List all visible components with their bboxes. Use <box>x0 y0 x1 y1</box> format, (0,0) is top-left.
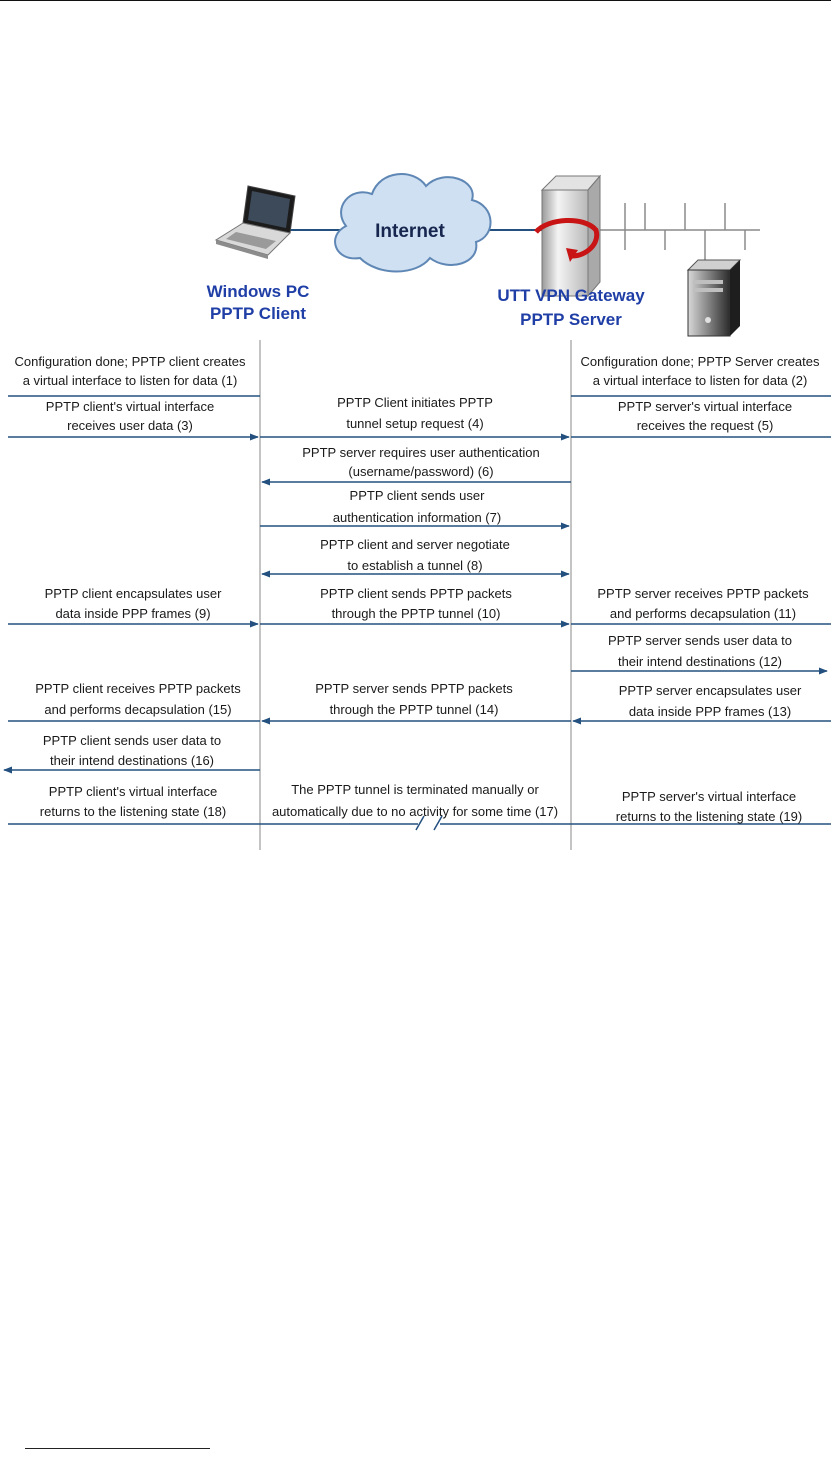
step-line: Configuration done; PPTP Server creates <box>581 354 820 369</box>
step-line: and performs decapsulation (11) <box>610 606 796 621</box>
step-line: and performs decapsulation (15) <box>44 702 231 717</box>
step-label-10: PPTP client sends PPTP packets through t… <box>320 586 512 621</box>
step-line: PPTP server requires user authentication <box>302 445 540 460</box>
step-line: their intend destinations (16) <box>50 753 214 768</box>
step-line: (username/password) (6) <box>348 464 493 479</box>
step-label-7: PPTP client sends user authentication in… <box>333 488 501 525</box>
step-line: PPTP client and server negotiate <box>320 537 510 552</box>
page-header-rule <box>0 0 831 1</box>
step-line: PPTP client receives PPTP packets <box>35 681 241 696</box>
step-line: Configuration done; PPTP client creates <box>14 354 246 369</box>
step-label-13: PPTP server encapsulates user data insid… <box>619 683 802 719</box>
step-label-9: PPTP client encapsulates user data insid… <box>45 586 222 621</box>
step-label-16: PPTP client sends user data to their int… <box>43 733 221 768</box>
step-line: PPTP server's virtual interface <box>618 399 792 414</box>
step-line: returns to the listening state (19) <box>616 809 802 824</box>
step-label-4: PPTP Client initiates PPTP tunnel setup … <box>337 395 493 431</box>
step-label-14: PPTP server sends PPTP packets through t… <box>315 681 513 717</box>
tunnel-break-mark <box>415 814 443 834</box>
step-line: tunnel setup request (4) <box>346 416 483 431</box>
step-line: PPTP client sends user <box>350 488 486 503</box>
server-entity-label: UTT VPN Gateway PPTP Server <box>497 286 645 329</box>
step-line: PPTP server encapsulates user <box>619 683 802 698</box>
step-label-3: PPTP client's virtual interface receives… <box>46 399 214 433</box>
footnote-separator <box>25 1448 210 1449</box>
entity-role: PPTP Client <box>210 304 306 323</box>
step-line: PPTP server sends PPTP packets <box>315 681 513 696</box>
step-line: PPTP server's virtual interface <box>622 789 796 804</box>
step-line: data inside PPP frames (9) <box>55 606 210 621</box>
step-label-1: Configuration done; PPTP client creates … <box>14 354 246 388</box>
step-line: PPTP client's virtual interface <box>49 784 217 799</box>
step-label-11: PPTP server receives PPTP packets and pe… <box>597 586 809 621</box>
step-label-17: The PPTP tunnel is terminated manually o… <box>272 782 558 819</box>
entity-title: Windows PC <box>207 282 310 301</box>
step-label-19: PPTP server's virtual interface returns … <box>616 789 802 824</box>
step-line: to establish a tunnel (8) <box>347 558 482 573</box>
step-line: The PPTP tunnel is terminated manually o… <box>291 782 539 797</box>
step-line: automatically due to no activity for som… <box>272 804 558 819</box>
step-line: through the PPTP tunnel (10) <box>332 606 501 621</box>
client-entity-label: Windows PC PPTP Client <box>207 282 310 323</box>
cloud-label: Internet <box>375 221 445 242</box>
step-label-8: PPTP client and server negotiate to esta… <box>320 537 510 573</box>
step-line: a virtual interface to listen for data (… <box>593 373 808 388</box>
step-line: authentication information (7) <box>333 510 501 525</box>
step-line: a virtual interface to listen for data (… <box>23 373 238 388</box>
cloud-icon: Internet <box>334 173 492 273</box>
step-line: their intend destinations (12) <box>618 654 782 669</box>
laptop-icon <box>214 185 296 259</box>
step-line: PPTP Client initiates PPTP <box>337 395 493 410</box>
step-line: PPTP client encapsulates user <box>45 586 222 601</box>
entity-title: UTT VPN Gateway <box>497 286 645 305</box>
step-label-12: PPTP server sends user data to their int… <box>608 633 792 669</box>
step-line: PPTP client sends PPTP packets <box>320 586 512 601</box>
step-label-2: Configuration done; PPTP Server creates … <box>581 354 820 388</box>
step-line: PPTP server sends user data to <box>608 633 792 648</box>
server-tower-icon <box>534 174 602 298</box>
step-label-15: PPTP client receives PPTP packets and pe… <box>35 681 241 717</box>
step-line: data inside PPP frames (13) <box>629 704 791 719</box>
step-line: PPTP client sends user data to <box>43 733 221 748</box>
step-label-5: PPTP server's virtual interface receives… <box>618 399 792 433</box>
desktop-tower-icon <box>686 259 742 337</box>
step-line: receives user data (3) <box>67 418 193 433</box>
step-line: through the PPTP tunnel (14) <box>330 702 499 717</box>
step-label-6: PPTP server requires user authentication… <box>302 445 540 479</box>
step-line: PPTP server receives PPTP packets <box>597 586 809 601</box>
step-line: receives the request (5) <box>637 418 774 433</box>
entity-role: PPTP Server <box>520 310 622 329</box>
step-label-18: PPTP client's virtual interface returns … <box>40 784 226 819</box>
step-line: returns to the listening state (18) <box>40 804 226 819</box>
step-line: PPTP client's virtual interface <box>46 399 214 414</box>
